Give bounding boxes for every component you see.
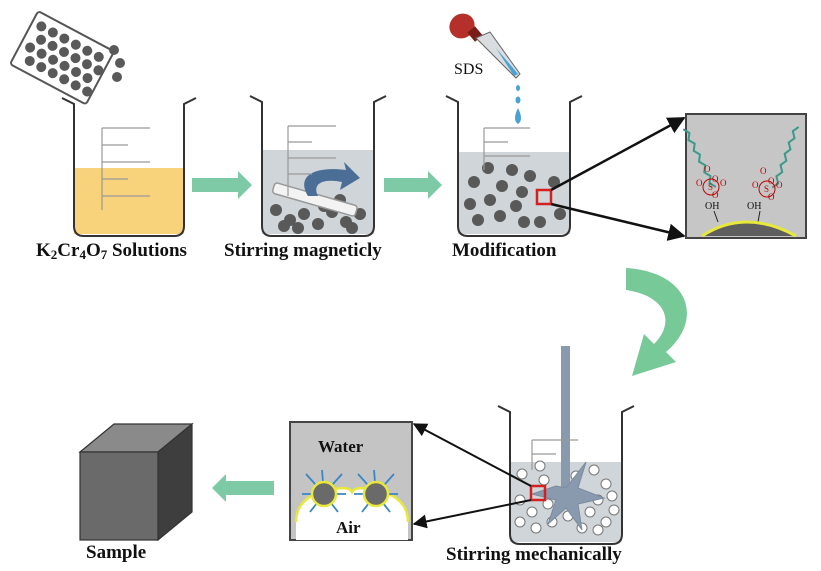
particle (24, 55, 35, 66)
dropper-icon (449, 13, 521, 79)
beaker-mechanical-stirring (497, 346, 635, 545)
bubble (538, 474, 550, 486)
particle (36, 48, 47, 59)
process-arrow-1 (192, 171, 252, 199)
bubble (600, 516, 612, 528)
svg-text:O: O (776, 180, 783, 190)
bubble (584, 506, 596, 518)
svg-text:O: O (760, 166, 767, 176)
particle (93, 51, 104, 62)
curved-flow-arrow (626, 268, 687, 376)
label-stirring-mechanically: Stirring mechanically (446, 544, 622, 565)
bubble (588, 464, 600, 476)
particle (278, 220, 290, 232)
particle (82, 86, 93, 97)
svg-text:O: O (696, 178, 703, 188)
bubble (526, 506, 538, 518)
bubble (608, 504, 620, 516)
particle (47, 68, 58, 79)
particle (59, 60, 70, 71)
particle (494, 210, 506, 222)
water-label: Water (318, 437, 364, 456)
bubble (530, 522, 542, 534)
beaker-magnetic-stirring (249, 95, 387, 237)
particle (70, 53, 81, 64)
stir-direction-arrow (304, 162, 360, 196)
particle-jar-icon (10, 11, 115, 105)
particle (47, 40, 58, 51)
oh-label-right: OH (747, 201, 761, 212)
particle (70, 39, 81, 50)
pouring-particles (109, 45, 125, 82)
particle (59, 33, 70, 44)
label-sample: Sample (86, 542, 147, 563)
particle (506, 164, 518, 176)
svg-text:O: O (720, 178, 727, 188)
particle (47, 27, 58, 38)
particle (82, 45, 93, 56)
particle (70, 80, 81, 91)
particle (25, 42, 36, 53)
particle (58, 46, 69, 57)
particle (468, 176, 480, 188)
beaker-modification (445, 95, 583, 237)
particle (81, 59, 92, 70)
svg-text:O: O (712, 190, 719, 200)
bubble (592, 524, 604, 536)
particle (292, 222, 304, 234)
svg-text:O: O (768, 176, 775, 186)
particle (524, 170, 536, 182)
bubble (606, 490, 618, 502)
particle (36, 21, 47, 32)
particle (472, 214, 484, 226)
bubble (516, 468, 528, 480)
label-stirring-magneticly: Stirring magneticly (224, 240, 382, 261)
particle (548, 176, 560, 188)
svg-text:S: S (708, 182, 713, 192)
particle (482, 162, 494, 174)
particle (510, 200, 522, 212)
particle (71, 66, 82, 77)
label-modification: Modification (452, 240, 557, 261)
sample-cube (78, 422, 194, 542)
particle (312, 218, 324, 230)
particle (82, 73, 93, 84)
process-arrow-2 (384, 171, 442, 199)
particle (484, 194, 496, 206)
particle (346, 222, 358, 234)
bubble (542, 498, 554, 510)
particle (496, 180, 508, 192)
sds-label: SDS (454, 61, 483, 78)
svg-text:S: S (764, 184, 769, 194)
svg-text:O: O (752, 180, 759, 190)
particle (270, 204, 282, 216)
particle (518, 216, 530, 228)
bubble (600, 478, 612, 490)
label-k2cr2o7-solutions: K2Cr4O7 Solutions (36, 240, 187, 262)
particle (464, 198, 476, 210)
falling-drops (515, 85, 521, 124)
bubble (514, 516, 526, 528)
particle (554, 208, 566, 220)
beaker-solution (61, 97, 197, 237)
bubble (534, 460, 546, 472)
particle (36, 62, 47, 73)
particle (534, 216, 546, 228)
particle (298, 208, 310, 220)
process-arrow-3 (212, 474, 274, 502)
particle (516, 186, 528, 198)
svg-text:O: O (712, 174, 719, 184)
particle (93, 65, 104, 76)
oh-label-left: OH (705, 201, 719, 212)
water-air-inset: Water Air (289, 421, 413, 541)
particle (48, 54, 59, 65)
svg-text:O: O (704, 164, 711, 174)
particle (36, 34, 47, 45)
air-label: Air (336, 518, 361, 537)
particle (59, 74, 70, 85)
svg-text:O: O (768, 192, 775, 202)
